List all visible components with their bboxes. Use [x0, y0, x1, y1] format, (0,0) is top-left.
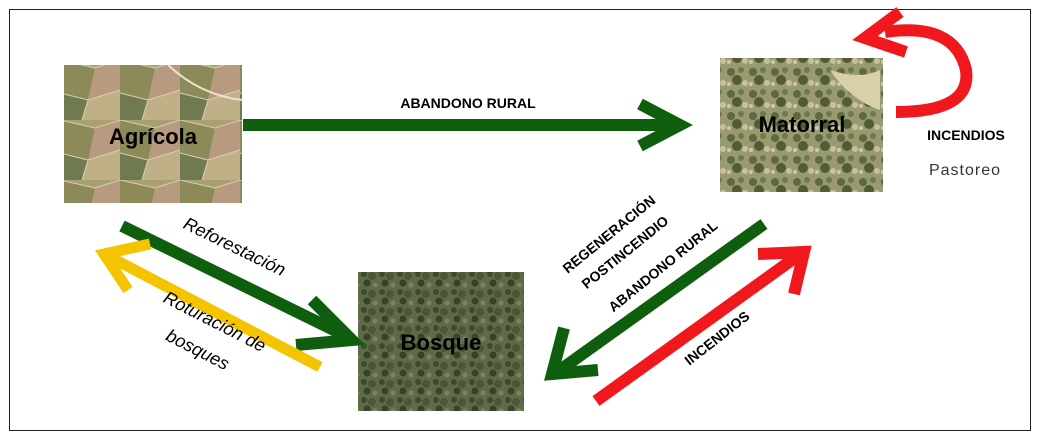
abandono-rural-top-arrow: ABANDONO RURAL [243, 95, 693, 152]
abandono-rural-diag-arrow: REGENERACIÓN POSTINCENDIO ABANDONO RURAL [544, 191, 768, 381]
reforestacion-label: Reforestación [180, 213, 289, 280]
abandono-rural-top-label: ABANDONO RURAL [400, 95, 536, 111]
matorral-label: Matorral [759, 112, 846, 137]
incendios-loop-arrow: INCENDIOS Pastoreo [852, 7, 1005, 179]
matorral-node: Matorral [720, 58, 883, 192]
agricola-aerial-image [64, 65, 242, 203]
pastoreo-label: Pastoreo [929, 162, 1001, 179]
incendios-loop-label: INCENDIOS [927, 127, 1005, 143]
bosque-aerial-image [358, 272, 524, 411]
diagram-frame [9, 9, 1031, 431]
agricola-node: Agrícola [64, 64, 243, 203]
bosque-node: Bosque [358, 272, 524, 411]
agricola-label: Agrícola [109, 124, 198, 149]
bosque-label: Bosque [401, 330, 482, 355]
